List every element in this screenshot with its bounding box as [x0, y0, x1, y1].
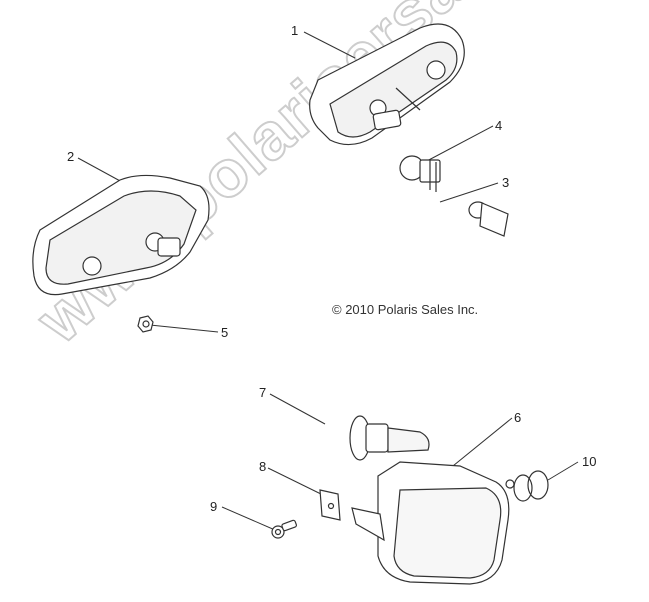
- part-9-screw: [271, 519, 297, 539]
- callout-2: 2: [67, 149, 75, 164]
- callout-1: 1: [291, 23, 299, 38]
- copyright-notice: © 2010 Polaris Sales Inc.: [332, 302, 479, 317]
- part-2-tail-light-housing: [32, 174, 210, 296]
- part-3-bulb-socket: [468, 201, 509, 237]
- part-7-halogen-bulb: [349, 415, 430, 461]
- part-6-headlight-assembly: [352, 462, 515, 585]
- callout-9: 9: [210, 499, 218, 514]
- callout-3: 3: [502, 175, 510, 190]
- callout-7: 7: [259, 385, 267, 400]
- part-5-nut: [137, 315, 154, 333]
- callout-4: 4: [495, 118, 503, 133]
- part-8-speed-nut-clip: [319, 489, 341, 521]
- part-1-tail-light-housing: [309, 23, 465, 146]
- callout-8: 8: [259, 459, 267, 474]
- part-10-o-rings: [513, 470, 549, 502]
- callout-10: 10: [582, 454, 597, 469]
- callout-5: 5: [221, 325, 229, 340]
- part-4-wedge-bulb: [399, 155, 441, 192]
- callout-6: 6: [514, 410, 522, 425]
